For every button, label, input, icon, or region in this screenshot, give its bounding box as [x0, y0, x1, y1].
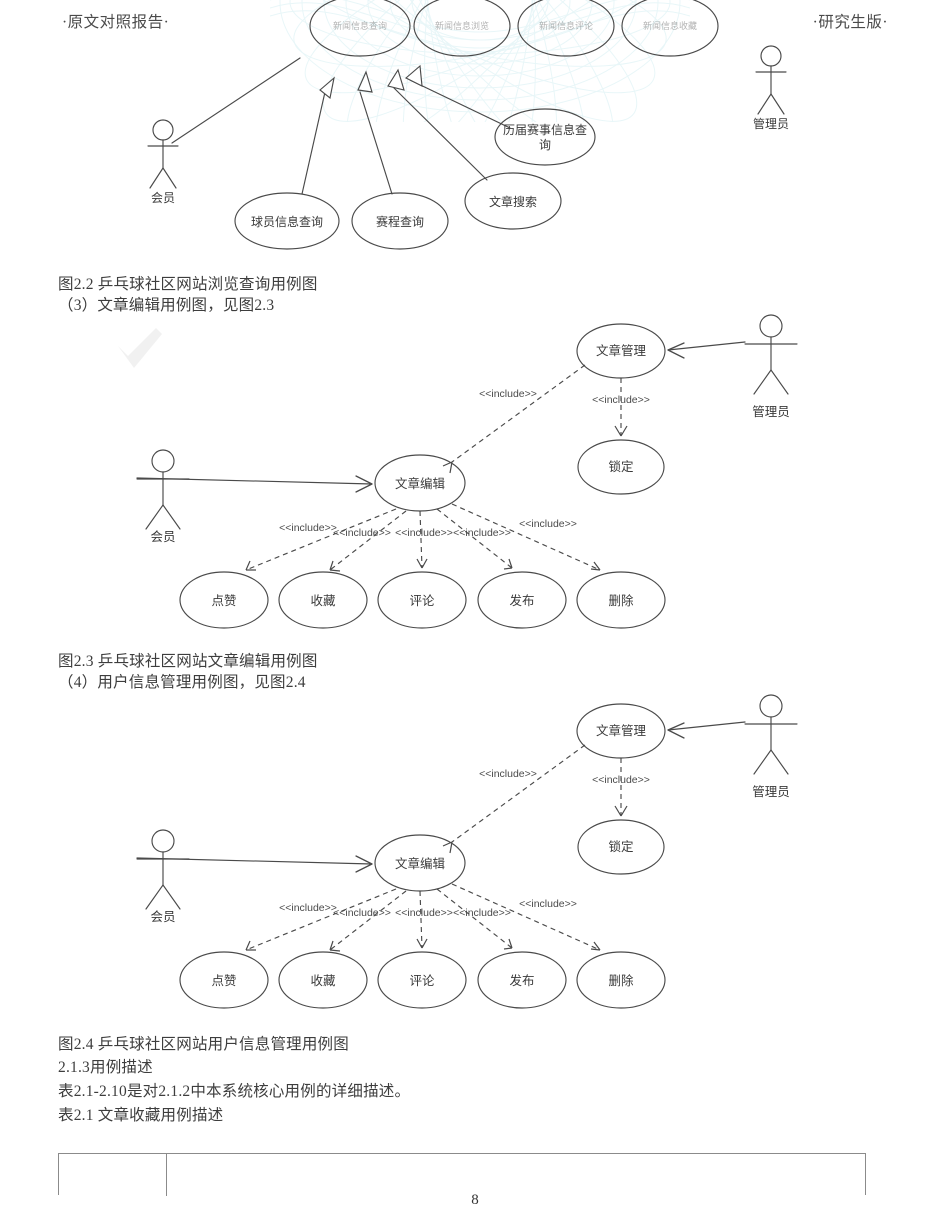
- caption-figure-2-2: 图2.2 乒乓球社区网站浏览查询用例图: [58, 276, 318, 293]
- page-number: 8: [471, 1192, 479, 1208]
- caption-table-2-1: 表2.1 文章收藏用例描述: [58, 1107, 224, 1124]
- actor-label-member: 会员: [150, 910, 175, 924]
- include-stereotype: <<include>>: [395, 527, 453, 539]
- include-stereotype: <<include>>: [519, 518, 577, 530]
- section-heading-2-1-3: 2.1.3用例描述: [58, 1059, 153, 1076]
- usecase-label-lock: 锁定: [608, 459, 633, 474]
- usecase-label: 新闻信息评论: [539, 20, 593, 31]
- usecase-label-like: 点赞: [211, 594, 236, 608]
- caption-figure-2-4: 图2.4 乒乓球社区网站用户信息管理用例图: [58, 1036, 349, 1053]
- include-stereotype: <<include>>: [519, 898, 577, 910]
- include-stereotype: <<include>>: [279, 902, 337, 914]
- usecase-label: 新闻信息收藏: [643, 20, 697, 31]
- include-stereotype: <<include>>: [453, 527, 511, 539]
- usecase-label: 新闻信息浏览: [435, 20, 489, 31]
- include-stereotype: <<include>>: [333, 907, 391, 919]
- figure-2-2: 新闻信息查询 新闻信息浏览 新闻信息评论 新闻信息收藏 会员 管理员 球员信息查…: [0, 0, 950, 265]
- usecase-label-comment: 评论: [409, 594, 435, 608]
- actor-label-admin: 管理员: [753, 116, 789, 131]
- include-stereotype: <<include>>: [479, 768, 537, 780]
- usecase-label-history-query: 历届赛事信息查询: [503, 122, 587, 152]
- usecase-label-delete: 删除: [608, 973, 634, 988]
- include-stereotype: <<include>>: [592, 774, 650, 786]
- usecase-label-delete: 删除: [608, 593, 634, 608]
- usecase-label-lock: 锁定: [608, 839, 633, 854]
- usecase-label-comment: 评论: [409, 974, 435, 988]
- usecase-label-favorite: 收藏: [310, 594, 336, 608]
- usecase-label-article-management: 文章管理: [596, 723, 647, 738]
- usecase-label-like: 点赞: [211, 974, 236, 988]
- actor-label-admin: 管理员: [752, 784, 790, 799]
- header-right: ·研究生版·: [812, 14, 888, 31]
- caption-figure-2-3: 图2.3 乒乓球社区网站文章编辑用例图: [58, 653, 318, 670]
- usecase-label-publish: 发布: [509, 593, 534, 608]
- actor-label-admin: 管理员: [752, 404, 790, 419]
- usecase-label: 新闻信息查询: [333, 20, 387, 31]
- usecase-description-table: [58, 1153, 866, 1196]
- figure-2-3: 管理员 会员 文章管理 锁定 文章编辑 点赞 收藏 评论 发布 删除 <<inc…: [0, 310, 950, 645]
- include-stereotype: <<include>>: [395, 907, 453, 919]
- actor-label-member: 会员: [151, 191, 175, 205]
- include-stereotype: <<include>>: [592, 394, 650, 406]
- usecase-label-player-query: 球员信息查询: [251, 214, 323, 229]
- list-item-3: （3）文章编辑用例图，见图2.3: [58, 297, 275, 314]
- usecase-label-article-search: 文章搜索: [489, 194, 537, 209]
- list-item-4: （4）用户信息管理用例图，见图2.4: [58, 674, 306, 691]
- include-stereotype: <<include>>: [479, 388, 537, 400]
- include-stereotype: <<include>>: [333, 527, 391, 539]
- usecase-label-schedule-query: 赛程查询: [376, 214, 424, 229]
- actor-label-member: 会员: [150, 530, 175, 544]
- figure-2-4: 管理员 会员 文章管理 锁定 文章编辑 点赞 收藏 评论 发布 删除 <<inc…: [0, 690, 950, 1025]
- usecase-label-favorite: 收藏: [310, 974, 336, 988]
- paragraph-table-range: 表2.1-2.10是对2.1.2中本系统核心用例的详细描述。: [58, 1083, 411, 1100]
- usecase-label-article-edit: 文章编辑: [395, 856, 445, 871]
- usecase-label-article-edit: 文章编辑: [395, 476, 445, 491]
- usecase-label-publish: 发布: [509, 973, 534, 988]
- usecase-label-article-management: 文章管理: [596, 343, 647, 358]
- include-stereotype: <<include>>: [453, 907, 511, 919]
- include-stereotype: <<include>>: [279, 522, 337, 534]
- header-left: ·原文对照报告·: [62, 14, 170, 31]
- table-column-divider: [166, 1154, 167, 1196]
